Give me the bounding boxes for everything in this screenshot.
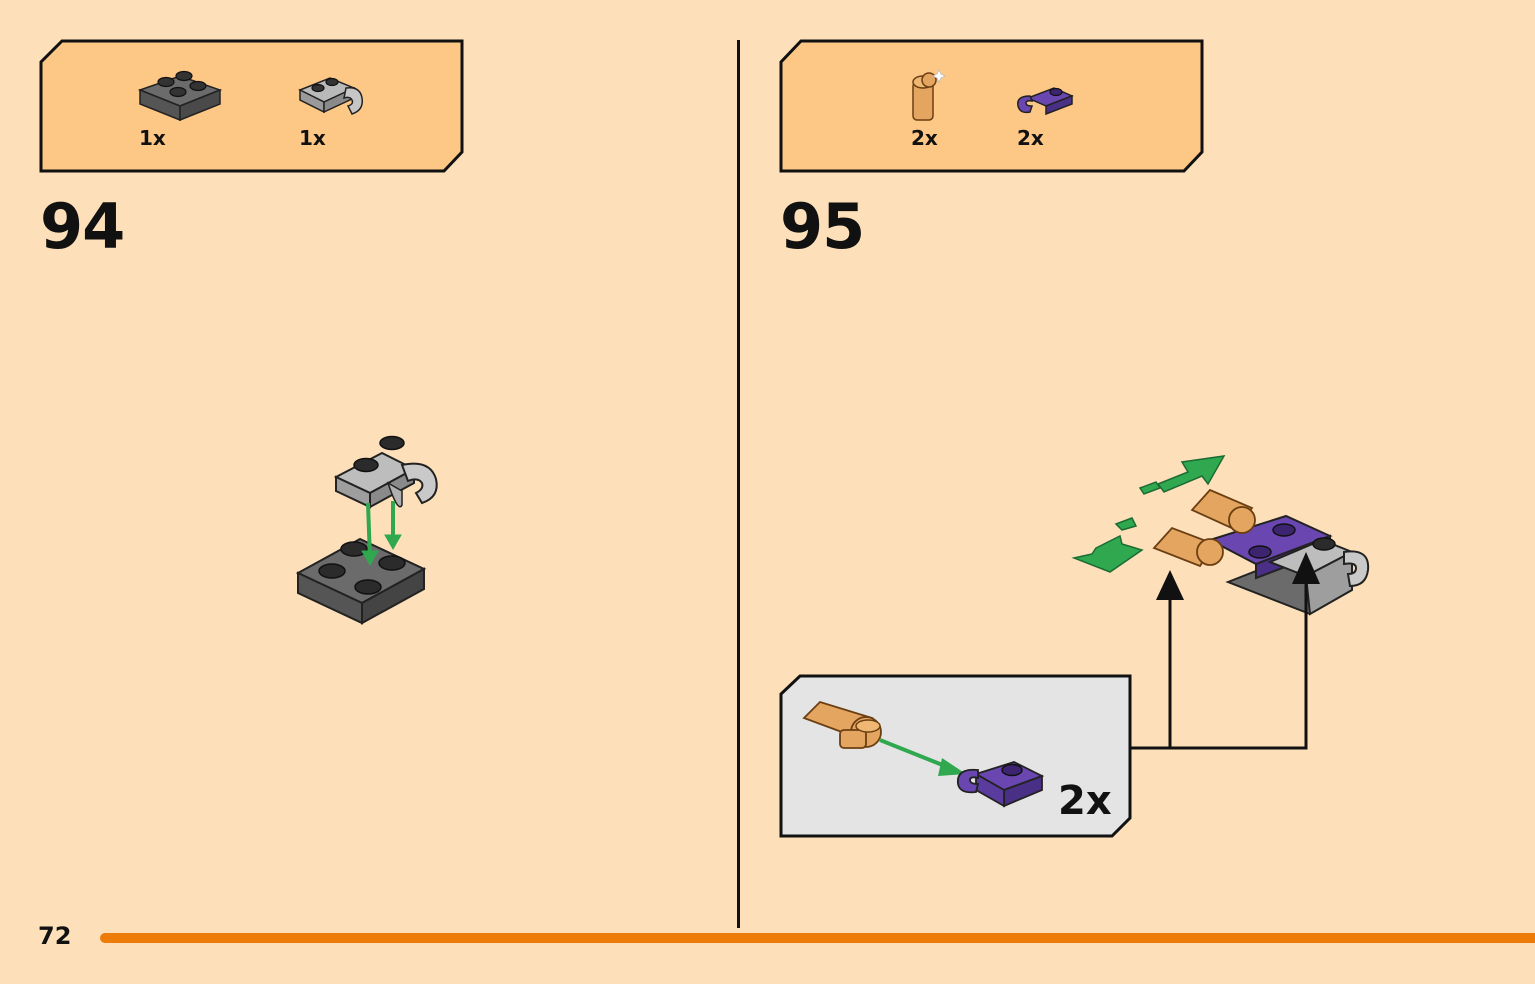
step-94-parts-box (39, 39, 464, 173)
dark-grey-2x2-plate-icon (137, 70, 223, 122)
sub-assembly-illustration (802, 700, 1045, 808)
step-95-number: 95 (780, 190, 865, 263)
purple-clip-plate-icon (1017, 87, 1074, 116)
sub-assembly-connector (1130, 628, 1308, 750)
tan-bar-holder-icon (912, 69, 946, 121)
page-number: 72 (38, 922, 72, 950)
sub-assembly-quantity: 2x (1058, 778, 1112, 824)
page-divider (737, 40, 740, 928)
light-grey-clip-plate-icon (298, 77, 364, 115)
step-95-part-2-quantity: 2x (1017, 126, 1044, 150)
step-95-assembly-illustration (1071, 455, 1370, 630)
step-95-part-1-quantity: 2x (911, 126, 938, 150)
step-95-parts-box (779, 39, 1204, 173)
step-94-assembly-illustration (295, 435, 438, 625)
step-94-part-1-quantity: 1x (139, 126, 166, 150)
sub-assembly-box (779, 674, 1132, 838)
footer-bar (100, 933, 1535, 943)
step-94-number: 94 (40, 190, 125, 263)
step-94-part-2-quantity: 1x (299, 126, 326, 150)
